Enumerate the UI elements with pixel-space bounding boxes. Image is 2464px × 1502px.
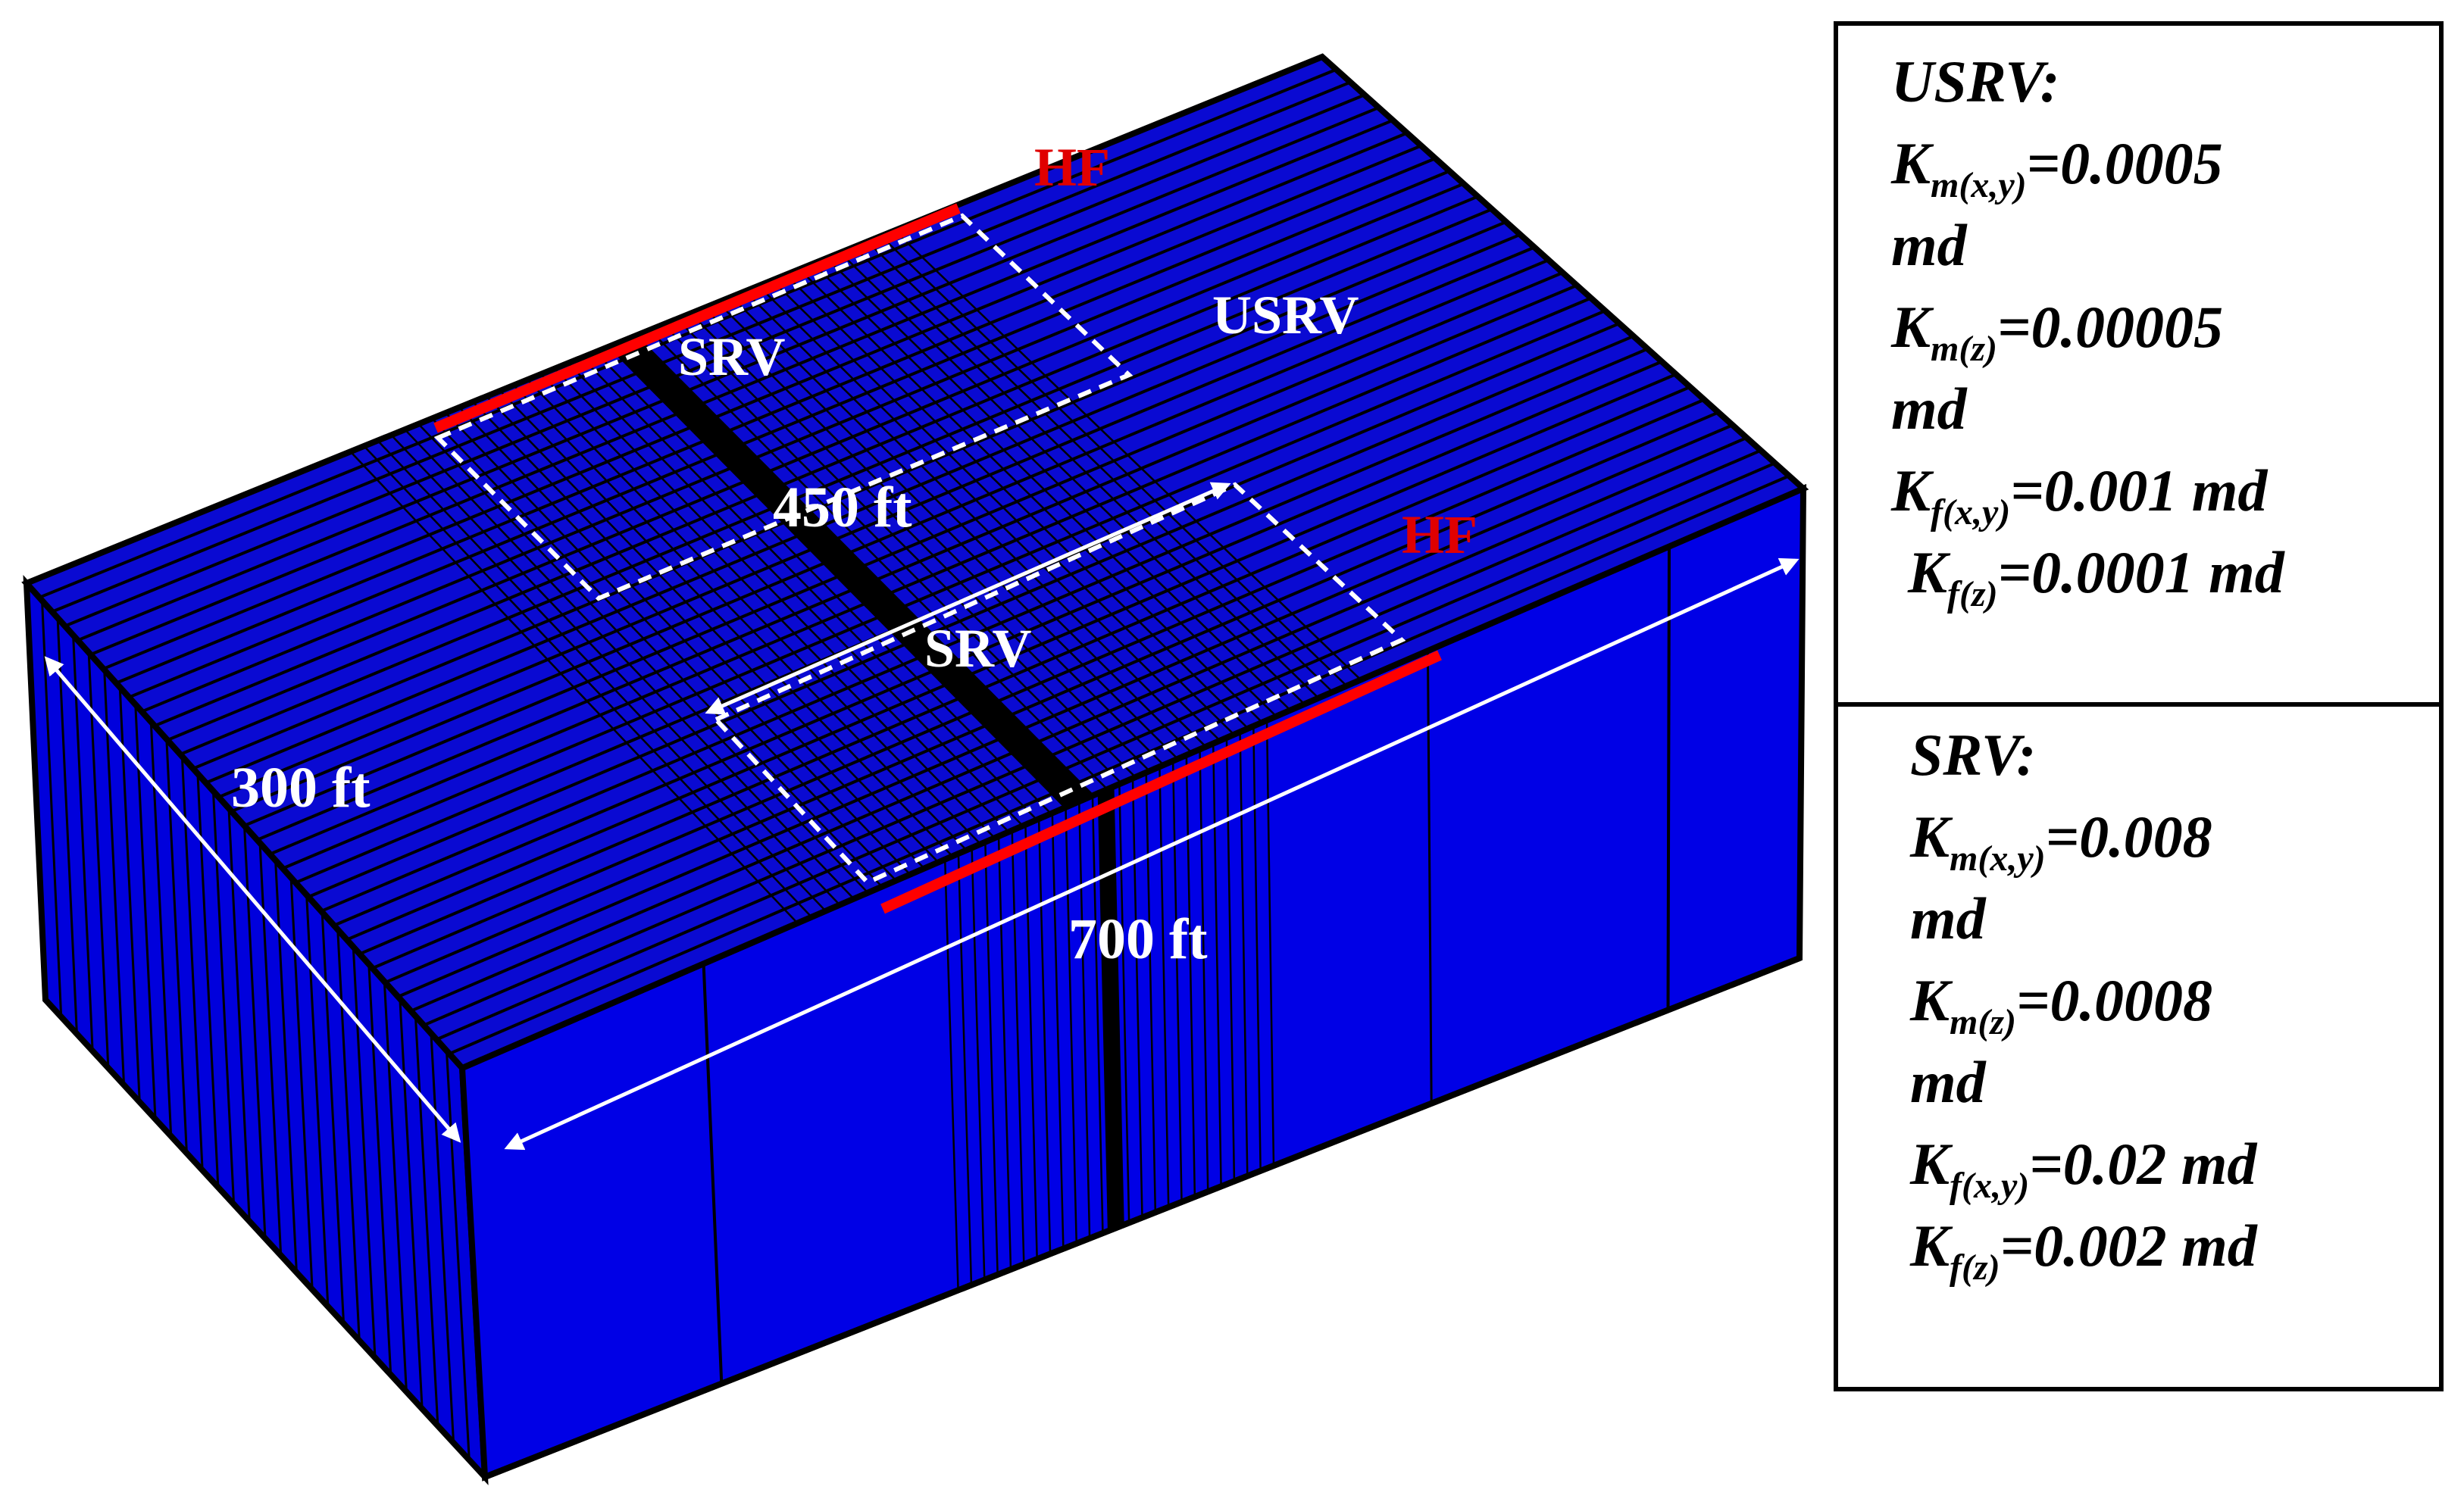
srv-label-upper: SRV <box>678 326 786 387</box>
grid-line-top <box>141 170 1450 714</box>
hydraulic-fracture-top <box>433 203 961 433</box>
srv-upper-outline <box>433 213 1134 601</box>
usrv-kf-xy: Kf(x,y)=0.001 md <box>1891 457 2268 532</box>
grid-line-top <box>115 144 1422 685</box>
grid-line-top <box>77 106 1380 642</box>
srv-label-lower: SRV <box>924 618 1032 679</box>
grid-line-top <box>128 157 1437 699</box>
srv-kf-xy: Kf(x,y)=0.02 md <box>1910 1131 2257 1206</box>
dimension-arrow-700 <box>504 557 1800 1151</box>
grid-line-top <box>64 93 1365 628</box>
dimension-label-450: 450 ft <box>773 476 912 539</box>
grid-line-top <box>39 67 1337 599</box>
grid-line-top <box>102 131 1408 670</box>
usrv-properties-text: USRV: Km(x,y)=0.0005 md Km(z)=0.00005 md… <box>1891 41 2284 614</box>
grid-line-top <box>154 182 1465 728</box>
srv-km-xy: Km(x,y)=0.008 <box>1910 804 2212 879</box>
srv-km-z: Km(z)=0.0008 <box>1910 967 2212 1042</box>
grid-line-top <box>167 195 1479 742</box>
srv-title: SRV: <box>1910 722 2037 788</box>
hf-label-top: HF <box>1034 137 1110 198</box>
grid-line-top <box>52 80 1352 614</box>
usrv-km-xy: Km(x,y)=0.0005 <box>1891 130 2223 205</box>
usrv-title: USRV: <box>1891 48 2060 114</box>
srv-km-xy-unit: md <box>1910 885 1986 951</box>
srv-properties-panel: SRV: Km(x,y)=0.008 md Km(z)=0.0008 md Kf… <box>1834 702 2444 1391</box>
usrv-km-z-unit: md <box>1891 376 1967 442</box>
dimension-arrow-300 <box>44 656 461 1143</box>
dimension-label-300: 300 ft <box>231 756 371 820</box>
usrv-label: USRV <box>1212 285 1359 345</box>
grid-line-top <box>89 118 1394 656</box>
dimension-label-700: 700 ft <box>1068 907 1208 971</box>
hf-label-right: HF <box>1402 504 1477 565</box>
srv-km-z-unit: md <box>1910 1049 1986 1115</box>
reservoir-grid-diagram: HF HF SRV SRV USRV 450 ft 300 ft 700 ft <box>21 53 1809 1485</box>
usrv-km-xy-unit: md <box>1891 212 1967 278</box>
usrv-properties-panel: USRV: Km(x,y)=0.0005 md Km(z)=0.00005 md… <box>1834 21 2444 707</box>
usrv-km-z: Km(z)=0.00005 <box>1891 294 2223 369</box>
srv-properties-text: SRV: Km(x,y)=0.008 md Km(z)=0.0008 md Kf… <box>1910 714 2257 1287</box>
srv-kf-z: Kf(z)=0.002 md <box>1910 1213 2257 1288</box>
fracture-plane-front <box>1097 789 1124 1229</box>
usrv-kf-z: Kf(z)=0.0001 md <box>1908 539 2284 614</box>
grid-line-front-face <box>1666 546 1671 1010</box>
